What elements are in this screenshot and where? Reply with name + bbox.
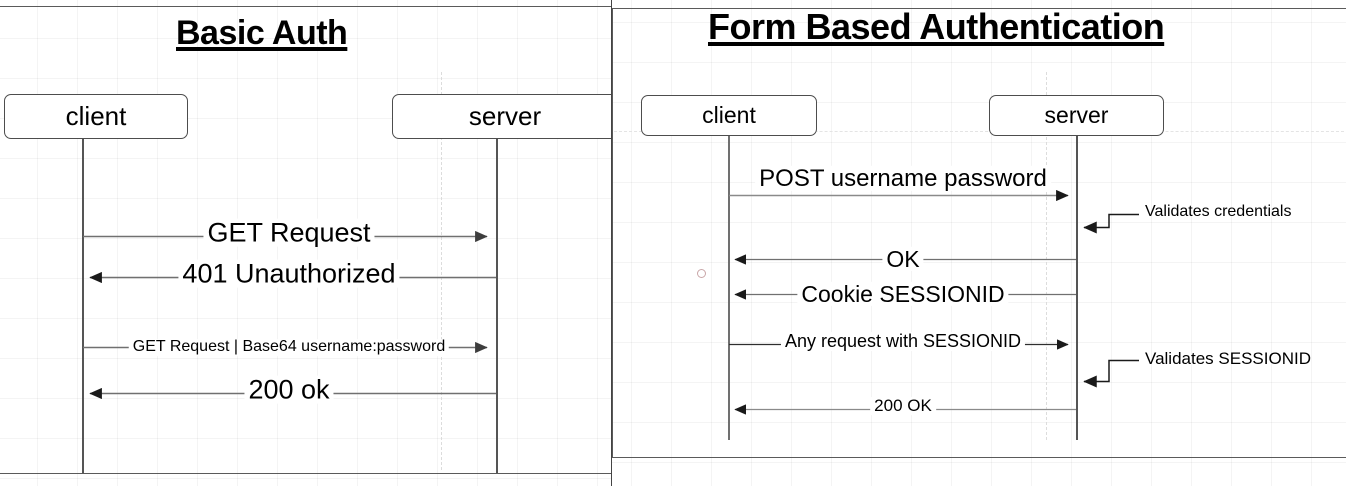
right-lifeline-server xyxy=(1076,136,1078,440)
right-participant-server-label: server xyxy=(1044,102,1109,128)
right-participant-server[interactable]: server xyxy=(989,95,1164,136)
left-message-label-1: 401 Unauthorized xyxy=(178,259,400,288)
left-lifeline-client xyxy=(82,139,84,473)
right-message-label-0: POST username password xyxy=(755,166,1051,191)
left-message-label-2: GET Request | Base64 username:password xyxy=(128,338,450,356)
left-message-label-0: GET Request xyxy=(203,218,375,247)
left-participant-server[interactable]: server xyxy=(392,94,618,139)
right-selfcall-validates-sessionid xyxy=(1083,359,1139,388)
left-participant-client[interactable]: client xyxy=(4,94,188,139)
stray-dot-artifact xyxy=(697,269,706,278)
right-participant-client-label: client xyxy=(702,102,756,128)
left-participant-server-label: server xyxy=(468,101,542,131)
left-lifeline-server xyxy=(496,139,498,473)
right-participant-client[interactable]: client xyxy=(641,95,817,136)
right-selfcall-note-0: Validates credentials xyxy=(1145,203,1292,220)
right-guide-dashed-horizontal xyxy=(614,131,1344,132)
panel-divider xyxy=(611,0,612,486)
left-participant-client-label: client xyxy=(65,101,127,131)
right-message-label-4: 200 OK xyxy=(870,397,936,415)
right-selfcall-validates-credentials xyxy=(1083,213,1139,234)
right-guide-dashed-vertical xyxy=(1046,72,1047,440)
right-panel-border xyxy=(612,8,1346,458)
left-message-label-3: 200 ok xyxy=(244,375,334,404)
right-lifeline-client xyxy=(728,136,730,440)
right-message-label-1: OK xyxy=(882,247,924,271)
right-message-label-3: Any request with SESSIONID xyxy=(780,332,1026,351)
left-guide-dashed-vertical xyxy=(441,72,442,470)
right-panel-title: Form Based Authentication xyxy=(708,6,1165,47)
right-message-label-2: Cookie SESSIONID xyxy=(797,282,1009,306)
right-selfcall-note-1: Validates SESSIONID xyxy=(1145,349,1311,368)
left-panel-title: Basic Auth xyxy=(176,14,348,52)
